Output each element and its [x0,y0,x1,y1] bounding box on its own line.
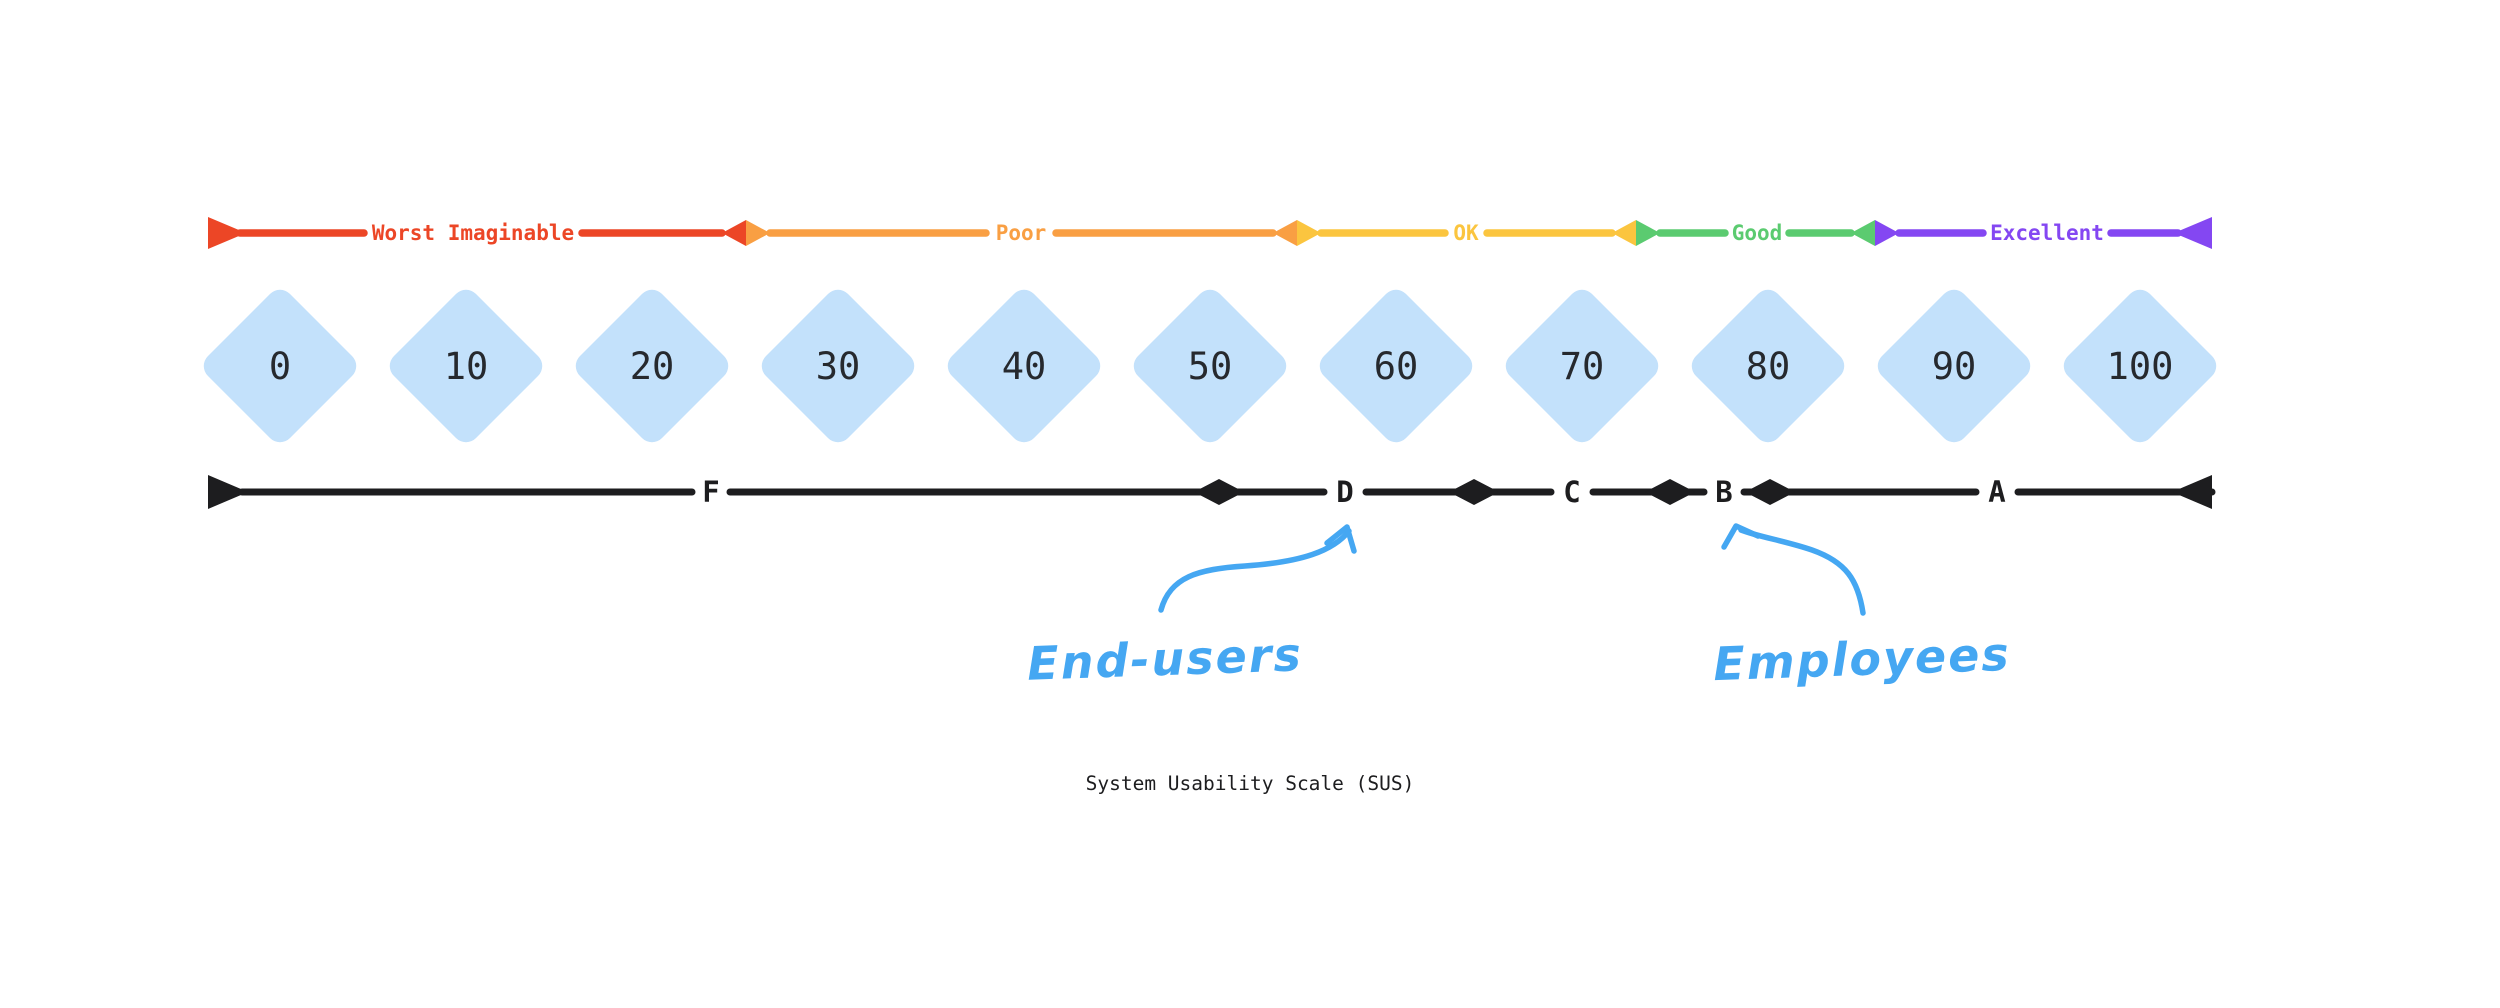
employees-arrowhead-icon [1721,523,1761,550]
score-diamond [761,289,915,443]
score-diamond [1877,289,2031,443]
adjective-label-worst-imaginable: Worst Imaginable [372,221,574,245]
adjective-label-excellent: Excellent [1990,221,2104,245]
grade-scale: F D C B A [208,475,2216,509]
score-diamond [575,289,729,443]
junction-diamond-ok-good-right [1636,220,1660,246]
adjective-label-good: Good [1732,221,1783,245]
adjective-scale: Worst Imaginable Poor OK Good Excellent [208,217,2212,249]
grade-label-b: B [1715,475,1732,509]
score-diamond [203,289,357,443]
annotation-labels: End-users Employees [1026,627,2011,691]
score-diamond [1691,289,1845,443]
score-diamond [389,289,543,443]
score-value: 70 [1560,345,1605,388]
score-diamond-labels: 0 10 20 30 40 50 60 70 80 90 100 [269,345,2174,388]
grade-marker-diamond [1449,479,1499,505]
junction-diamond-worst-poor-left [722,220,746,246]
junction-diamond-poor-ok-left [1273,220,1297,246]
junction-diamond-good-excellent-left [1851,220,1875,246]
score-value: 100 [2107,345,2174,388]
grade-label-f: F [702,475,719,509]
score-value: 30 [816,345,861,388]
score-diamond [1133,289,1287,443]
junction-diamond-poor-ok-right [1297,220,1321,246]
adjective-label-poor: Poor [996,221,1047,245]
score-diamond [2063,289,2217,443]
grade-arrowhead-left-icon [208,475,248,509]
adjective-label-ok: OK [1453,221,1479,245]
grade-letters: F D C B A [702,475,2005,509]
annotation-employees: Employees [1712,627,2011,691]
score-diamond [1505,289,1659,443]
score-value: 80 [1746,345,1791,388]
grade-label-a: A [1988,475,2005,509]
score-value: 0 [269,345,291,388]
annotation-end-users: End-users [1026,627,1303,691]
employees-arrow [1738,527,1866,616]
grade-marker-diamond [1645,479,1695,505]
adjective-arrowhead-right-icon [2174,217,2212,249]
grade-boundary-markers [1194,479,1795,505]
diagram-caption: System Usability Scale (SUS) [1086,772,1415,795]
grade-marker-diamond [1194,479,1244,505]
score-value: 90 [1932,345,1977,388]
score-scale: 0 10 20 30 40 50 60 70 80 90 100 [203,289,2217,443]
grade-marker-diamond [1745,479,1795,505]
junction-diamond-worst-poor-right [746,220,770,246]
end-users-arrowhead-icon [1324,524,1357,554]
score-value: 40 [1002,345,1047,388]
end-users-arrow [1158,528,1352,613]
score-value: 60 [1374,345,1419,388]
grade-arrowhead-right-icon [2172,475,2212,509]
junction-diamond-ok-good-left [1612,220,1636,246]
score-diamond [1319,289,1473,443]
annotation-arrows [1158,523,1866,616]
junction-diamond-good-excellent-right [1875,220,1899,246]
grade-label-c: C [1563,475,1580,509]
score-value: 50 [1188,345,1233,388]
score-value: 20 [630,345,675,388]
score-diamond-shapes [203,289,2217,443]
score-diamond [947,289,1101,443]
grade-label-d: D [1336,475,1353,509]
adjective-arrowhead-left-icon [208,217,246,249]
score-value: 10 [444,345,489,388]
